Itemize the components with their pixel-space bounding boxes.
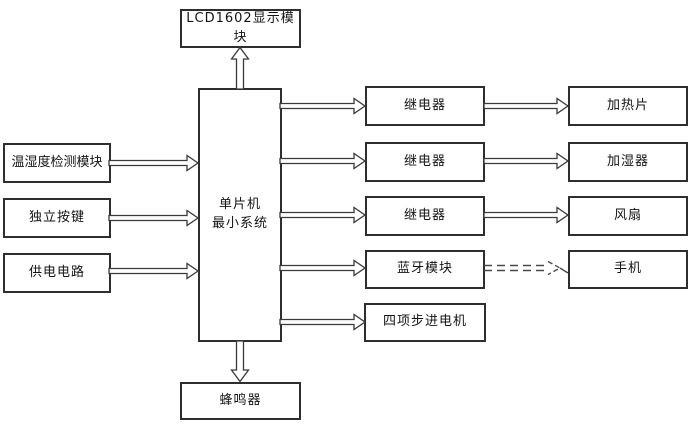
- buzzer-label: 蜂鸣器: [219, 392, 262, 408]
- arrow-relay3-to-fan-icon: [483, 206, 570, 224]
- box-bluetooth-module: 蓝牙模块: [365, 250, 485, 289]
- box-temp-humidity-sensor: 温湿度检测模块: [3, 143, 111, 183]
- box-humidifier: 加湿器: [568, 142, 688, 182]
- independent-keys-label: 独立按键: [28, 209, 85, 225]
- arrow-relay2-to-humidifier-icon: [483, 152, 570, 170]
- humidifier-label: 加湿器: [606, 153, 649, 169]
- lcd-display-module-label: LCD1602显示模块: [186, 10, 295, 45]
- box-relay-3: 继电器: [365, 196, 485, 236]
- stepper-motor-label: 四项步进电机: [382, 314, 467, 330]
- box-relay-2: 继电器: [365, 142, 485, 182]
- box-relay-1: 继电器: [365, 86, 485, 126]
- arrow-mcu-to-relay2-icon: [279, 152, 367, 170]
- power-supply-circuit-label: 供电电路: [28, 264, 85, 280]
- arrow-relay1-to-heater-icon: [483, 97, 570, 115]
- arrow-mcu-to-buzzer-icon: [230, 340, 250, 383]
- phone-label: 手机: [613, 261, 642, 277]
- arrow-mcu-to-stepper-icon: [279, 313, 367, 331]
- box-heating-plate: 加热片: [568, 86, 688, 126]
- box-fan: 风扇: [568, 196, 688, 236]
- arrow-temp-to-mcu-icon: [108, 154, 200, 172]
- arrow-mcu-to-relay3-icon: [279, 206, 367, 224]
- relay-1-label: 继电器: [403, 97, 446, 113]
- relay-2-label: 继电器: [403, 153, 446, 169]
- heating-plate-label: 加热片: [606, 97, 649, 113]
- arrow-bluetooth-to-phone-dashed-icon: [484, 260, 569, 276]
- mcu-label-line2: 最小系统: [211, 216, 268, 231]
- box-stepper-motor: 四项步进电机: [364, 303, 486, 342]
- arrow-mcu-to-bluetooth-icon: [279, 259, 367, 277]
- relay-3-label: 继电器: [403, 207, 446, 223]
- box-lcd-display-module: LCD1602显示模块: [180, 9, 301, 48]
- box-phone: 手机: [568, 250, 688, 289]
- box-mcu-minimum-system: 单片机 最小系统: [198, 88, 282, 342]
- arrow-mcu-to-lcd-icon: [230, 46, 250, 90]
- box-independent-keys: 独立按键: [3, 198, 111, 238]
- box-buzzer: 蜂鸣器: [180, 382, 301, 420]
- bluetooth-module-label: 蓝牙模块: [396, 261, 453, 277]
- temp-humidity-sensor-label: 温湿度检测模块: [11, 154, 103, 170]
- mcu-label-line1: 单片机: [218, 197, 261, 213]
- box-power-supply-circuit: 供电电路: [3, 253, 111, 293]
- fan-label: 风扇: [613, 207, 642, 223]
- arrow-keys-to-mcu-icon: [108, 209, 200, 227]
- arrow-mcu-to-relay1-icon: [279, 97, 367, 115]
- arrow-power-to-mcu-icon: [108, 262, 200, 280]
